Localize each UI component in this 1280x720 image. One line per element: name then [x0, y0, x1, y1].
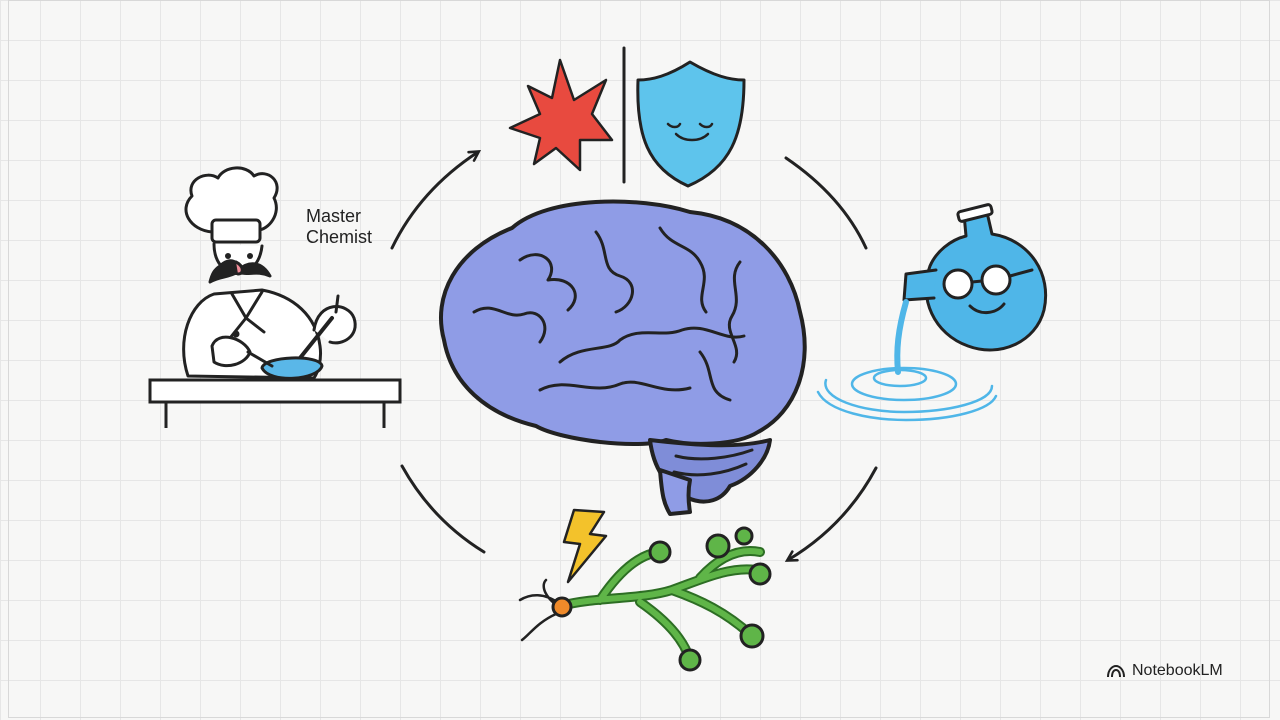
- arrow-flask-to-neuron: [784, 466, 878, 562]
- chef-table: [148, 378, 402, 428]
- chef-icon: [182, 166, 357, 380]
- cycle-arrows: [390, 149, 878, 562]
- notebooklm-brand: NotebookLM: [1106, 662, 1223, 680]
- master-chemist-label-line2: Chemist: [306, 227, 373, 247]
- lightning-icon: [562, 508, 608, 584]
- master-chemist-label-line1: Master: [306, 206, 362, 226]
- neuron-icon: [518, 526, 772, 672]
- master-chemist-label: Master Chemist: [306, 206, 372, 248]
- arc-top-to-flask: [784, 156, 868, 250]
- explosion-icon: [508, 58, 614, 172]
- arrow-chef-to-top: [390, 149, 482, 250]
- shield-icon: [636, 60, 746, 188]
- notebooklm-logo-icon: [1107, 664, 1125, 678]
- arc-neuron-to-chef: [400, 464, 486, 554]
- page-frame: [8, 0, 1270, 718]
- brand-name: NotebookLM: [1132, 662, 1223, 679]
- brain-icon: [439, 199, 807, 516]
- flask-icon: [902, 203, 1047, 352]
- water-splash: [816, 299, 998, 422]
